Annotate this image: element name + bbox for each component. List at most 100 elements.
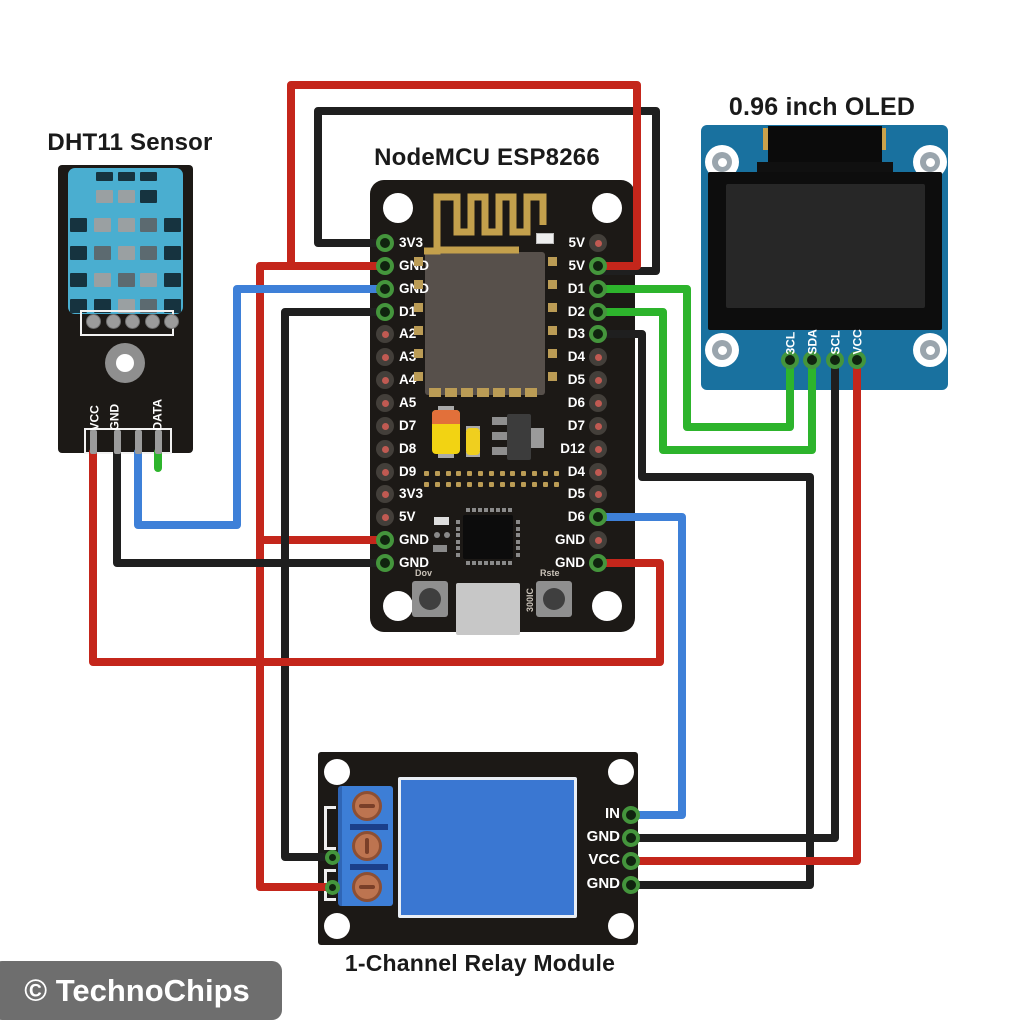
shield-pad bbox=[525, 388, 537, 397]
chip-pad bbox=[490, 508, 494, 512]
nodemcu-right-pin-label: D6 bbox=[567, 395, 585, 410]
nodemcu-left-pin-A4[interactable] bbox=[376, 371, 394, 389]
dht11-grid-cell bbox=[118, 190, 135, 203]
nodemcu-right-pin-D5[interactable] bbox=[589, 485, 607, 503]
solder-dot bbox=[467, 482, 473, 487]
solder-dot bbox=[532, 482, 537, 487]
shield-pad bbox=[477, 388, 489, 397]
nodemcu-left-pin-D9[interactable] bbox=[376, 463, 394, 481]
nodemcu-left-pin-label: GND bbox=[399, 258, 459, 274]
nodemcu-right-pin-D2[interactable] bbox=[589, 303, 607, 321]
nodemcu-right-pin-label: D1 bbox=[567, 281, 585, 296]
nodemcu-right-pin-D5[interactable] bbox=[589, 371, 607, 389]
nodemcu-right-pin-label: D5 bbox=[567, 372, 585, 387]
nodemcu-right-pin-GND[interactable] bbox=[589, 554, 607, 572]
nodemcu-right-pin-D7[interactable] bbox=[589, 417, 607, 435]
chip-pad bbox=[508, 508, 512, 512]
relay-pin-VCC[interactable] bbox=[622, 852, 640, 870]
solder-dot bbox=[445, 482, 451, 487]
dht11-pin[interactable] bbox=[113, 430, 121, 454]
nodemcu-right-pin-label: D3 bbox=[567, 326, 585, 341]
nodemcu-right-pin-D12[interactable] bbox=[589, 440, 607, 458]
resistor bbox=[492, 417, 508, 425]
dht11-grid-cell bbox=[140, 190, 157, 203]
oled-flex-cable bbox=[768, 126, 882, 168]
oled-pin-label-SDA: SDA bbox=[805, 329, 820, 355]
nodemcu-right-pin-label: 5V bbox=[568, 258, 585, 273]
dht11-grid-cell bbox=[118, 172, 135, 181]
dht11-grid-cell bbox=[164, 246, 181, 260]
shield-pad bbox=[548, 372, 557, 381]
nodemcu-left-pin-3V3[interactable] bbox=[376, 485, 394, 503]
dht11-top-pin bbox=[144, 314, 160, 329]
dht11-grid-cell bbox=[96, 172, 113, 181]
solder-dot bbox=[424, 482, 429, 487]
nodemcu-left-pin-GND[interactable] bbox=[376, 257, 394, 275]
relay-terminal-pin[interactable] bbox=[324, 879, 340, 895]
nodemcu-right-pin-5V[interactable] bbox=[589, 234, 607, 252]
chip-pad bbox=[516, 539, 520, 544]
relay-pin-GND[interactable] bbox=[622, 876, 640, 894]
nodemcu-left-pin-label: A2 bbox=[399, 326, 417, 341]
dht11-pin[interactable] bbox=[134, 430, 142, 454]
nodemcu-left-pin-GND[interactable] bbox=[376, 554, 394, 572]
oled-pin-label-3CL: 3CL bbox=[783, 331, 798, 355]
chip-pad bbox=[516, 533, 520, 537]
dht11-top-pin bbox=[125, 314, 140, 329]
nodemcu-left-pin-D7[interactable] bbox=[376, 417, 394, 435]
chip-pad bbox=[496, 561, 500, 565]
chip-pad bbox=[456, 526, 460, 531]
nodemcu-right-pin-D6[interactable] bbox=[589, 508, 607, 526]
relay-pin-GND[interactable] bbox=[622, 829, 640, 847]
dht11-grid-cell bbox=[118, 218, 135, 232]
nodemcu-left-pin-3V3[interactable] bbox=[376, 234, 394, 252]
dht11-grid-cell bbox=[70, 246, 87, 260]
dht11-grid-cell bbox=[140, 246, 157, 260]
shield-pad bbox=[548, 349, 557, 358]
oled-pin-label-VCC: VCC bbox=[850, 329, 865, 355]
nodemcu-left-pin-label: D7 bbox=[399, 418, 417, 433]
nodemcu-right-pin-D3[interactable] bbox=[589, 325, 607, 343]
chip-pad bbox=[478, 561, 482, 565]
nodemcu-right-pin-5V[interactable] bbox=[589, 257, 607, 275]
dht11-pin[interactable] bbox=[154, 430, 162, 454]
chip-pad bbox=[516, 526, 520, 531]
solder-dot bbox=[478, 471, 483, 476]
nodemcu-right-pin-D4[interactable] bbox=[589, 463, 607, 481]
nodemcu-left-pin-A5[interactable] bbox=[376, 394, 394, 412]
relay-pin-IN[interactable] bbox=[622, 806, 640, 824]
nodemcu-left-pin-D8[interactable] bbox=[376, 440, 394, 458]
solder-dot bbox=[488, 482, 494, 487]
nodemcu-right-pin-D4[interactable] bbox=[589, 348, 607, 366]
relay-title: 1-Channel Relay Module bbox=[344, 950, 616, 976]
chip-pad bbox=[502, 508, 506, 512]
nodemcu-right-pin-label: D2 bbox=[567, 304, 585, 319]
solder-dot bbox=[532, 471, 537, 476]
nodemcu-right-pin-GND[interactable] bbox=[589, 531, 607, 549]
relay-hole bbox=[608, 913, 634, 939]
watermark-badge: © TechnoChips bbox=[0, 961, 282, 1020]
capacitor-stripe bbox=[432, 410, 460, 424]
shield-pad bbox=[548, 303, 557, 312]
nodemcu-right-pin-D1[interactable] bbox=[589, 280, 607, 298]
dht11-top-pin bbox=[164, 314, 179, 329]
shield-pad bbox=[548, 326, 557, 335]
nodemcu-left-pin-GND[interactable] bbox=[376, 531, 394, 549]
dht11-pin[interactable] bbox=[89, 430, 97, 454]
nodemcu-right-pin-label: D6 bbox=[567, 509, 585, 524]
nodemcu-left-pin-D1[interactable] bbox=[376, 303, 394, 321]
dht11-grid-cell bbox=[140, 172, 157, 181]
nodemcu-right-pin-label: GND bbox=[555, 532, 585, 547]
nodemcu-right-pin-D6[interactable] bbox=[589, 394, 607, 412]
relay-terminal-pin[interactable] bbox=[324, 849, 340, 865]
nodemcu-left-pin-A3[interactable] bbox=[376, 348, 394, 366]
dht11-pin-label-GND: GND bbox=[107, 403, 122, 431]
chip-pad bbox=[466, 508, 470, 512]
chip-pad bbox=[456, 546, 460, 550]
nodemcu-left-pin-5V[interactable] bbox=[376, 508, 394, 526]
nodemcu-left-pin-A2[interactable] bbox=[376, 325, 394, 343]
nodemcu-left-pin-GND[interactable] bbox=[376, 280, 394, 298]
oled-title: 0.96 inch OLED bbox=[728, 93, 916, 121]
solder-dot bbox=[510, 471, 516, 476]
